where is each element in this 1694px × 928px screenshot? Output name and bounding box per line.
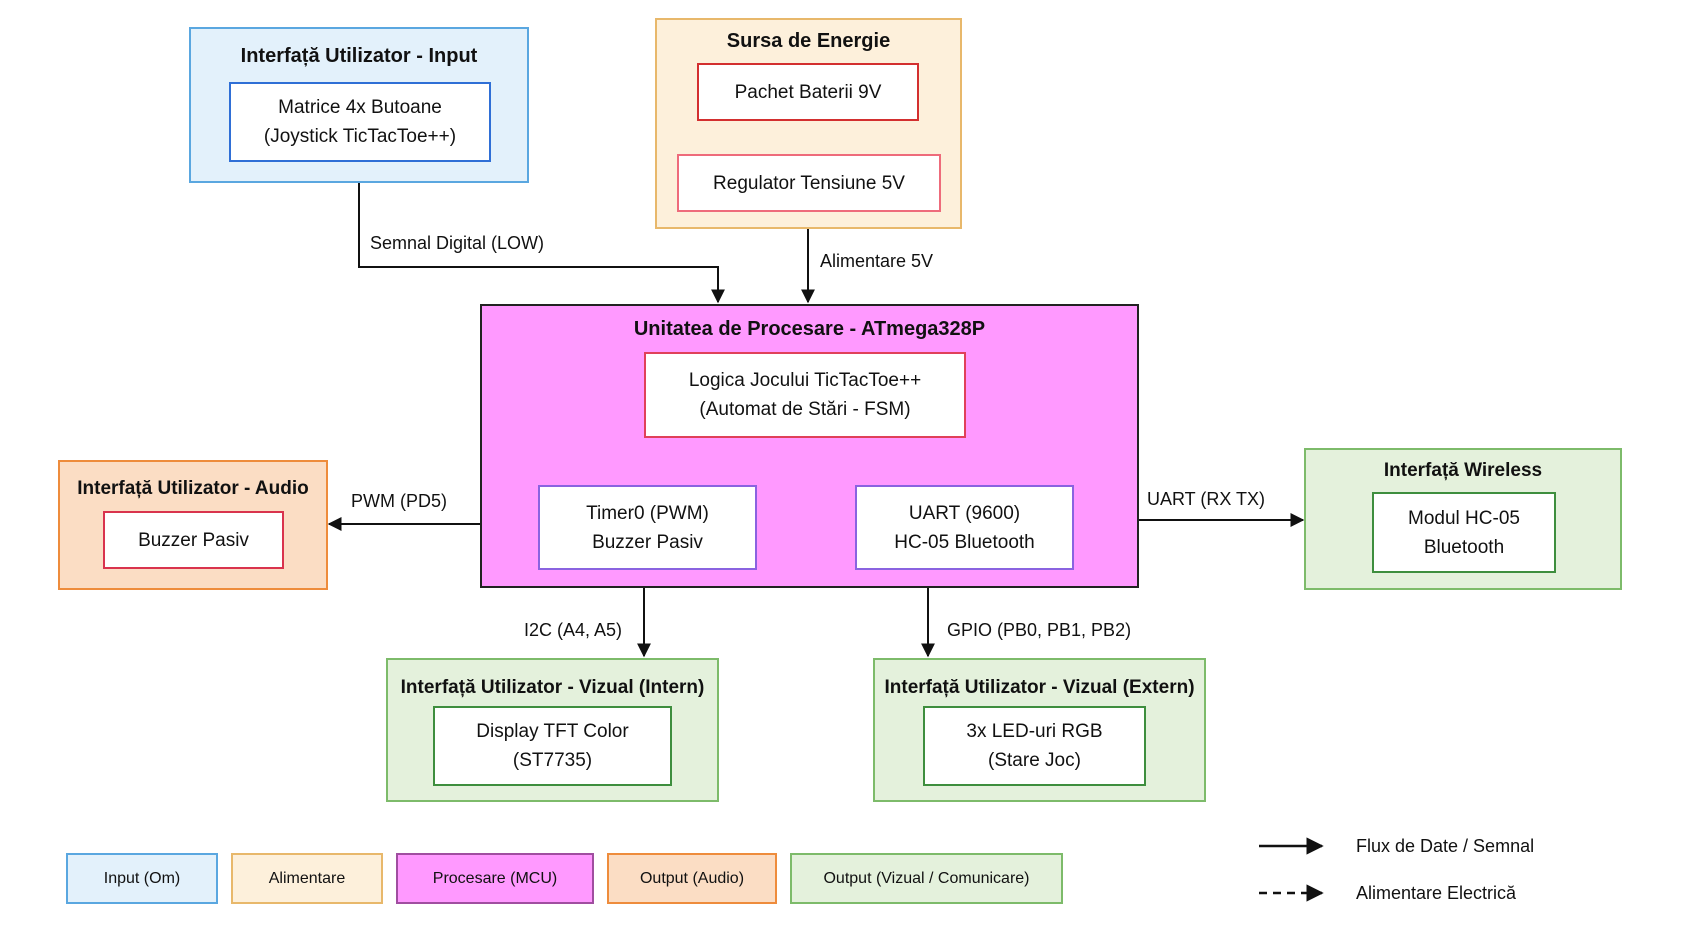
- tft-line1: Display TFT Color: [476, 721, 629, 742]
- leds-line2: (Stare Joc): [988, 750, 1081, 771]
- mcu-group: Unitatea de Procesare - ATmega328P Logic…: [480, 304, 1139, 588]
- label-pwm: PWM (PD5): [351, 491, 447, 511]
- rgb-leds-box: 3x LED-uri RGB (Stare Joc): [923, 706, 1146, 786]
- audio-group-title: Interfață Utilizator - Audio: [77, 478, 309, 499]
- input-group-title: Interfață Utilizator - Input: [240, 45, 478, 67]
- label-power-5v: Alimentare 5V: [820, 251, 934, 271]
- game-logic-box: Logica Jocului TicTacToe++ (Automat de S…: [644, 352, 966, 438]
- legend-audio: Output (Audio): [607, 853, 777, 904]
- battery-box: Pachet Baterii 9V: [697, 63, 919, 121]
- legend-power-label: Alimentare: [268, 869, 346, 887]
- label-i2c: I2C (A4, A5): [524, 620, 623, 640]
- game-logic-line2: (Automat de Stări - FSM): [699, 399, 911, 420]
- timer-line2: Buzzer Pasiv: [592, 531, 703, 553]
- visual-internal-group: Interfață Utilizator - Vizual (Intern) D…: [386, 658, 719, 802]
- tft-line2: (ST7735): [512, 750, 593, 771]
- mcu-group-title: Unitatea de Procesare - ATmega328P: [633, 318, 986, 340]
- timer-line1: Timer0 (PWM): [586, 502, 709, 524]
- legend-input-label: Input (Om): [103, 869, 181, 887]
- button-matrix-box: Matrice 4x Butoane (Joystick TicTacToe++…: [229, 82, 491, 162]
- game-logic-line1: Logica Jocului TicTacToe++: [688, 370, 922, 391]
- uart-line1: UART (9600): [908, 502, 1021, 524]
- buzzer-box: Buzzer Pasiv: [103, 511, 284, 569]
- legend-mcu: Procesare (MCU): [396, 853, 594, 904]
- legend-mcu-label: Procesare (MCU): [432, 869, 558, 887]
- wireless-group: Interfață Wireless Modul HC-05 Bluetooth: [1304, 448, 1622, 590]
- leds-line1: 3x LED-uri RGB: [966, 721, 1103, 742]
- label-gpio: GPIO (PB0, PB1, PB2): [947, 620, 1132, 640]
- power-group: Sursa de Energie Pachet Baterii 9V Regul…: [655, 18, 962, 229]
- audio-group: Interfață Utilizator - Audio Buzzer Pasi…: [58, 460, 328, 590]
- wire-input-to-mcu: [358, 182, 725, 304]
- legend-audio-label: Output (Audio): [639, 869, 745, 887]
- visual-external-group: Interfață Utilizator - Vizual (Extern) 3…: [873, 658, 1206, 802]
- legend-power: Alimentare: [231, 853, 383, 904]
- visual-internal-group-title: Interfață Utilizator - Vizual (Intern): [400, 677, 705, 698]
- legend-power-line-label: Alimentare Electrică: [1356, 883, 1517, 903]
- hc05-line1: Modul HC-05: [1408, 507, 1520, 529]
- hc05-line2: Bluetooth: [1423, 536, 1505, 558]
- power-group-title: Sursa de Energie: [726, 30, 891, 52]
- legend-input: Input (Om): [66, 853, 218, 904]
- legend-visual-label: Output (Vizual / Comunicare): [823, 869, 1030, 887]
- regulator-label: Regulator Tensiune 5V: [713, 172, 905, 194]
- tft-display-box: Display TFT Color (ST7735): [433, 706, 672, 786]
- hc05-module-box: Modul HC-05 Bluetooth: [1372, 492, 1556, 573]
- regulator-box: Regulator Tensiune 5V: [677, 154, 941, 212]
- legend-visual: Output (Vizual / Comunicare): [790, 853, 1063, 904]
- label-digital-signal: Semnal Digital (LOW): [370, 233, 545, 253]
- button-matrix-line2: (Joystick TicTacToe++): [263, 126, 457, 147]
- timer-box: Timer0 (PWM) Buzzer Pasiv: [538, 485, 757, 570]
- buzzer-label: Buzzer Pasiv: [138, 529, 249, 551]
- battery-label: Pachet Baterii 9V: [734, 81, 882, 103]
- label-uart: UART (RX TX): [1147, 489, 1266, 509]
- button-matrix-line1: Matrice 4x Butoane: [278, 97, 442, 118]
- uart-line2: HC-05 Bluetooth: [894, 531, 1035, 553]
- uart-box: UART (9600) HC-05 Bluetooth: [855, 485, 1074, 570]
- visual-external-group-title: Interfață Utilizator - Vizual (Extern): [884, 677, 1195, 698]
- legend-data-flow-label: Flux de Date / Semnal: [1356, 836, 1535, 856]
- input-group: Interfață Utilizator - Input Matrice 4x …: [189, 27, 529, 183]
- wireless-group-title: Interfață Wireless: [1383, 460, 1543, 481]
